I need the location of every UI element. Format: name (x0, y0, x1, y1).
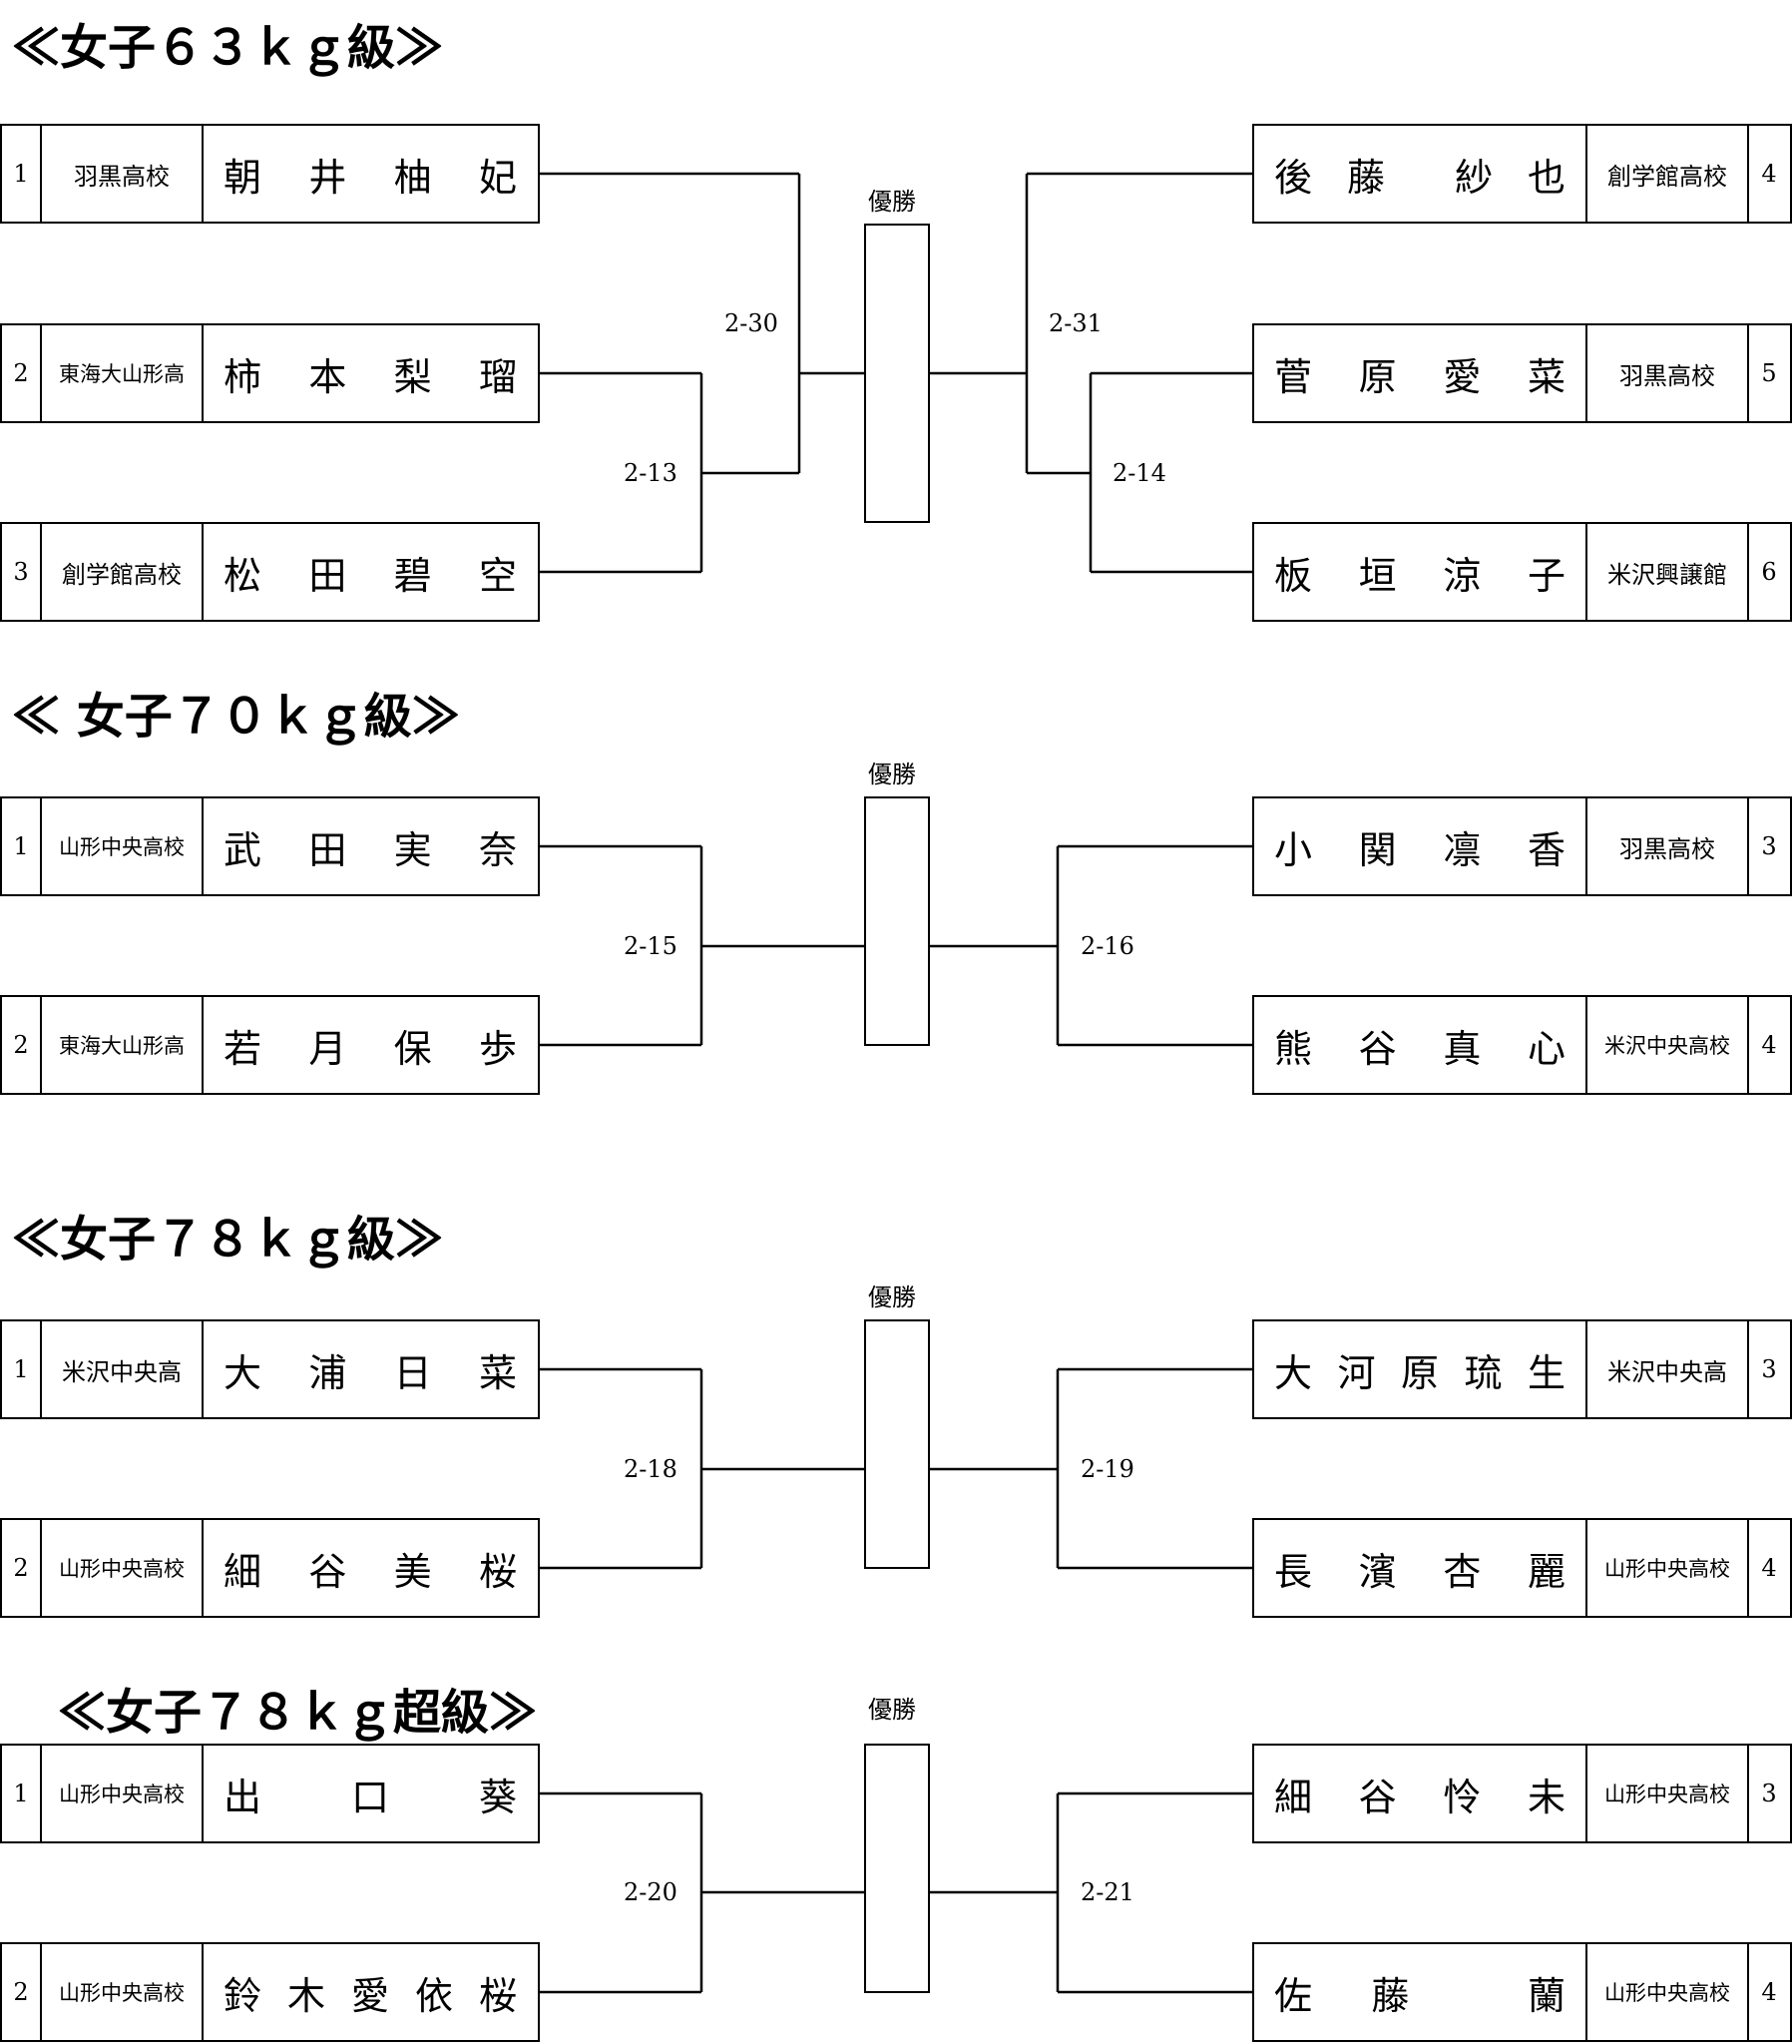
school-name: 米沢中央高 (1587, 1321, 1749, 1417)
seed-number: 6 (1761, 558, 1777, 586)
school-name: 東海大山形高 (42, 325, 204, 421)
match-number: 2-15 (624, 932, 677, 960)
seed-number: 2 (2, 325, 42, 421)
entrant-row: 菅原愛菜 羽黒高校 5 (1252, 323, 1792, 423)
entrant-row: 大河原琉生 米沢中央高 3 (1252, 1319, 1792, 1419)
athlete-name: 細谷美桜 (224, 1549, 517, 1594)
entrant-row: 3 創学館高校 松田碧空 (0, 522, 540, 622)
seed-number: 4 (1761, 1978, 1777, 2006)
athlete-name: 大浦日菜 (224, 1350, 517, 1395)
entrant-row: 1 羽黒高校 朝井柚妃 (0, 124, 540, 224)
entrant-row: 小関凛香 羽黒高校 3 (1252, 796, 1792, 896)
athlete-name: 若月保歩 (224, 1026, 517, 1071)
winner-label: 優勝 (868, 1283, 916, 1311)
school-name: 山形中央高校 (1587, 1520, 1749, 1616)
entrant-row: 板垣涼子 米沢興譲館 6 (1252, 522, 1792, 622)
entrant-row: 熊谷真心 米沢中央高校 4 (1252, 995, 1792, 1095)
athlete-name: 熊谷真心 (1254, 997, 1587, 1093)
athlete-name: 板垣涼子 (1254, 524, 1587, 620)
entrant-row: 1 米沢中央高 大浦日菜 (0, 1319, 540, 1419)
bracket-title-78kg-plus: ≪女子７８ｋｇ超級≫ (58, 1685, 538, 1741)
seed-number: 1 (2, 126, 42, 222)
seed-number: 1 (2, 798, 42, 894)
seed-number: 3 (2, 524, 42, 620)
winner-box (864, 1744, 930, 1993)
athlete-name: 大河原琉生 (1254, 1321, 1587, 1417)
school-name: 山形中央高校 (1587, 1944, 1749, 2040)
athlete-name: 菅原愛菜 (1254, 325, 1587, 421)
seed-number: 4 (1761, 1031, 1777, 1059)
school-name: 創学館高校 (1587, 126, 1749, 222)
school-name: 米沢中央高 (42, 1321, 204, 1417)
school-name: 創学館高校 (42, 524, 204, 620)
match-number: 2-13 (624, 459, 677, 487)
bracket-title-63kg: ≪女子６３ｋｇ級≫ (12, 20, 444, 76)
athlete-name: 細谷怜未 (1254, 1746, 1587, 1841)
entrant-row: 後藤紗也 創学館高校 4 (1252, 124, 1792, 224)
school-name: 山形中央高校 (42, 798, 204, 894)
entrant-row: 2 山形中央高校 細谷美桜 (0, 1518, 540, 1618)
school-name: 東海大山形高 (42, 997, 204, 1093)
athlete-name: 鈴木愛依桜 (224, 1973, 517, 2018)
seed-number: 2 (2, 997, 42, 1093)
entrant-row: 1 山形中央高校 出口葵 (0, 1744, 540, 1843)
winner-label: 優勝 (868, 188, 916, 216)
seed-number: 4 (1761, 1554, 1777, 1582)
match-number: 2-31 (1049, 309, 1103, 337)
winner-box (864, 1319, 930, 1569)
school-name: 米沢中央高校 (1587, 997, 1749, 1093)
entrant-row: 2 東海大山形高 柿本梨瑠 (0, 323, 540, 423)
match-number: 2-14 (1113, 459, 1166, 487)
seed-number: 3 (1761, 832, 1777, 860)
school-name: 米沢興譲館 (1587, 524, 1749, 620)
athlete-name: 武田実奈 (224, 827, 517, 872)
match-number: 2-20 (624, 1878, 677, 1906)
entrant-row: 細谷怜未 山形中央高校 3 (1252, 1744, 1792, 1843)
school-name: 山形中央高校 (1587, 1746, 1749, 1841)
entrant-row: 佐藤蘭 山形中央高校 4 (1252, 1942, 1792, 2042)
entrant-row: 2 山形中央高校 鈴木愛依桜 (0, 1942, 540, 2042)
match-number: 2-30 (724, 309, 778, 337)
match-number: 2-16 (1081, 932, 1134, 960)
match-number: 2-19 (1081, 1455, 1134, 1483)
athlete-name: 朝井柚妃 (224, 155, 517, 200)
school-name: 羽黒高校 (42, 126, 204, 222)
athlete-name: 柿本梨瑠 (224, 354, 517, 399)
seed-number: 3 (1761, 1355, 1777, 1383)
athlete-name: 後藤紗也 (1254, 126, 1587, 222)
entrant-row: 長濱杏麗 山形中央高校 4 (1252, 1518, 1792, 1618)
match-number: 2-18 (624, 1455, 677, 1483)
entrant-row: 1 山形中央高校 武田実奈 (0, 796, 540, 896)
school-name: 山形中央高校 (42, 1520, 204, 1616)
winner-box (864, 796, 930, 1046)
school-name: 羽黒高校 (1587, 325, 1749, 421)
seed-number: 3 (1761, 1780, 1777, 1807)
seed-number: 4 (1761, 160, 1777, 188)
seed-number: 1 (2, 1746, 42, 1841)
winner-label: 優勝 (868, 761, 916, 788)
winner-label: 優勝 (868, 1696, 916, 1724)
athlete-name: 松田碧空 (224, 553, 517, 598)
seed-number: 2 (2, 1520, 42, 1616)
seed-number: 2 (2, 1944, 42, 2040)
school-name: 山形中央高校 (42, 1746, 204, 1841)
athlete-name: 小関凛香 (1254, 798, 1587, 894)
bracket-title-70kg: ≪ 女子７０ｋｇ級≫ (12, 689, 460, 745)
winner-box (864, 224, 930, 523)
seed-number: 1 (2, 1321, 42, 1417)
school-name: 羽黒高校 (1587, 798, 1749, 894)
athlete-name: 出口葵 (224, 1775, 517, 1819)
school-name: 山形中央高校 (42, 1944, 204, 2040)
bracket-title-78kg: ≪女子７８ｋｇ級≫ (12, 1212, 444, 1268)
seed-number: 5 (1761, 359, 1777, 387)
athlete-name: 長濱杏麗 (1254, 1520, 1587, 1616)
entrant-row: 2 東海大山形高 若月保歩 (0, 995, 540, 1095)
athlete-name: 佐藤蘭 (1254, 1944, 1587, 2040)
match-number: 2-21 (1081, 1878, 1134, 1906)
